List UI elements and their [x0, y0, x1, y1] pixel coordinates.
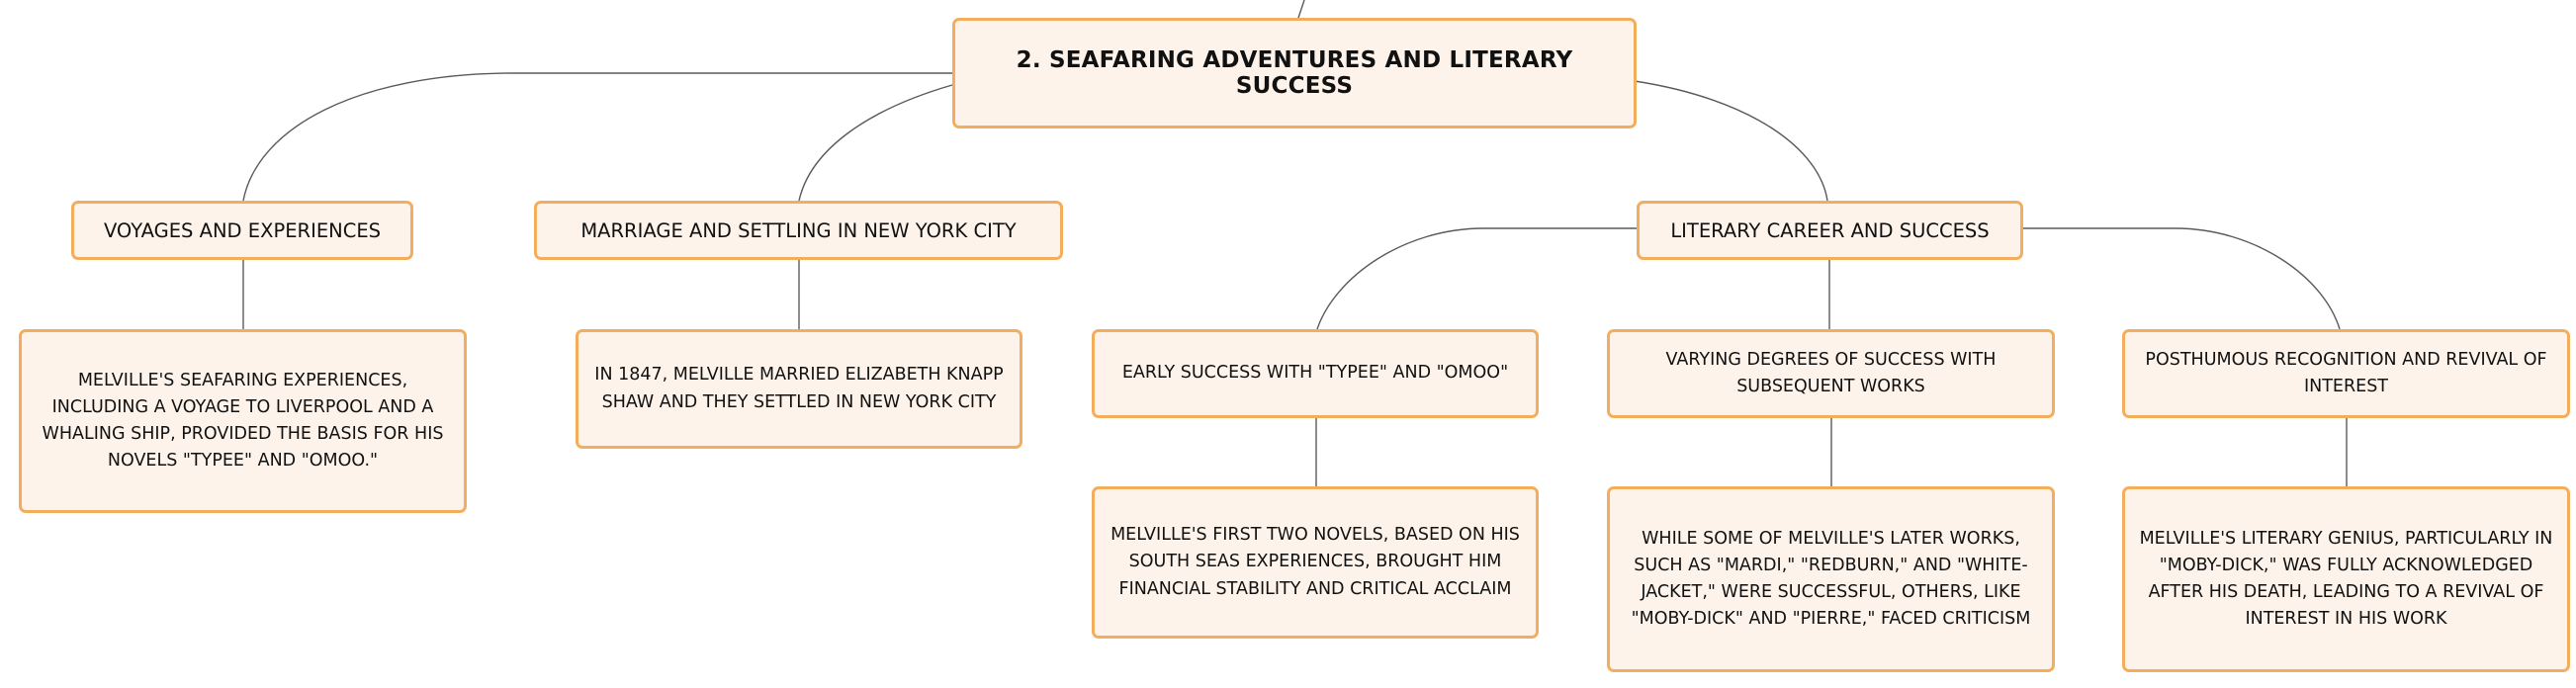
varying-success-detail-node[interactable]: While some of Melville's later works, su…	[1607, 486, 2055, 672]
voyages-detail-text: Melville's seafaring experiences, includ…	[42, 370, 444, 472]
posthumous-detail-text: Melville's literary genius, particularly…	[2139, 528, 2553, 630]
varying-success-label: Varying Degrees of Success with Subseque…	[1665, 349, 1997, 396]
varying-success-node[interactable]: Varying Degrees of Success with Subseque…	[1607, 329, 2055, 418]
voyages-node[interactable]: Voyages and Experiences	[71, 201, 413, 260]
marriage-detail-text: In 1847, Melville married Elizabeth Knap…	[594, 365, 1004, 412]
connector-parent-to-root	[1297, 0, 1305, 19]
connector-root-to-career	[1634, 80, 1828, 202]
root-node[interactable]: 2. Seafaring Adventures and Literary Suc…	[952, 18, 1637, 129]
marriage-detail-node[interactable]: In 1847, Melville married Elizabeth Knap…	[576, 329, 1022, 449]
connector-root-to-voyages	[242, 72, 952, 202]
career-node[interactable]: Literary Career and Success	[1637, 201, 2023, 260]
connector-career-to-posthumous	[2023, 227, 2341, 330]
voyages-label: Voyages and Experiences	[103, 218, 382, 242]
early-success-label: Early Success with "Typee" and "Omoo"	[1121, 363, 1509, 384]
early-success-detail-text: Melville's first two novels, based on hi…	[1110, 525, 1520, 599]
varying-success-detail-text: While some of Melville's later works, su…	[1631, 528, 2031, 630]
connector-root-to-marriage	[798, 84, 953, 202]
marriage-label: Marriage and Settling in New York City	[580, 218, 1017, 242]
posthumous-node[interactable]: Posthumous Recognition and Revival of In…	[2122, 329, 2570, 418]
early-success-node[interactable]: Early Success with "Typee" and "Omoo"	[1092, 329, 1539, 418]
marriage-node[interactable]: Marriage and Settling in New York City	[534, 201, 1063, 260]
connector-career-to-early	[1316, 227, 1637, 330]
root-label: 2. Seafaring Adventures and Literary Suc…	[1016, 47, 1573, 99]
career-label: Literary Career and Success	[1670, 218, 1990, 242]
voyages-detail-node[interactable]: Melville's seafaring experiences, includ…	[19, 329, 467, 513]
early-success-detail-node[interactable]: Melville's first two novels, based on hi…	[1092, 486, 1539, 639]
posthumous-detail-node[interactable]: Melville's literary genius, particularly…	[2122, 486, 2570, 672]
posthumous-label: Posthumous Recognition and Revival of In…	[2145, 349, 2547, 396]
